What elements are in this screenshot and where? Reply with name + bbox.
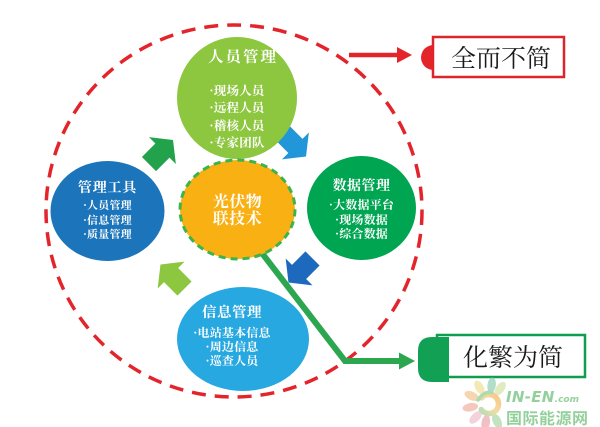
node-circle-info[interactable]: [177, 287, 309, 391]
list-item: ·专家团队: [202, 133, 272, 152]
bullet-marker: ·: [209, 98, 214, 116]
petal-icon: [491, 413, 503, 427]
bullet-marker: ·: [209, 133, 214, 151]
petal-icon: [474, 380, 485, 395]
bullet-marker: ·: [205, 351, 210, 369]
list-item-text: 综合数据: [339, 225, 389, 242]
list-item: ·巡查人员: [193, 351, 270, 369]
callout-bottom-label: 化繁为简: [462, 338, 564, 374]
hub-label: 光伏物联技术: [212, 189, 263, 230]
cycle-arrow-sw-icon: [285, 251, 320, 286]
watermark-name: 国际能源网: [506, 405, 589, 427]
bullet-marker: ·: [334, 225, 340, 242]
list-item: ·信息管理: [78, 211, 137, 228]
node-item-list: ·人员管理 ·信息管理 ·质量管理: [78, 198, 137, 242]
watermark-logo-icon: [462, 377, 506, 427]
list-item-text: 现场人员: [213, 80, 265, 99]
connector-to-top-callout: [349, 47, 412, 63]
outer-dashed-ring: [44, 23, 424, 399]
node-item-list: ·现场人员 ·远程人员 ·稽核人员 ·专家团队: [202, 80, 272, 152]
list-item: ·周边信息: [193, 337, 270, 355]
list-item: ·稽核人员: [202, 115, 272, 135]
node-item-list: ·电站基本信息 ·周边信息 ·巡查人员: [193, 323, 271, 369]
bullet-marker: ·: [83, 211, 88, 228]
node-bottom-info: 信息管理 ·电站基本信息 ·周边信息 ·巡查人员: [193, 302, 270, 368]
watermark: IN-EN.com 国际能源网: [506, 388, 589, 427]
list-item-text: 现场数据: [339, 210, 389, 228]
bullet-marker: ·: [83, 226, 88, 242]
petal-icon: [487, 377, 496, 393]
node-title: 管理工具: [77, 176, 138, 197]
list-item-text: 电站基本信息: [197, 323, 271, 341]
node-item-list: ·大数据平台 ·现场数据 ·综合数据: [328, 196, 395, 242]
connector-line: [245, 233, 402, 364]
bullet-marker: ·: [205, 337, 210, 355]
list-item: ·电站基本信息: [193, 323, 271, 341]
callout-bottom-cap-icon: [418, 337, 449, 382]
list-item: ·人员管理: [78, 198, 137, 213]
bullet-marker: ·: [209, 80, 214, 99]
list-item-text: 质量管理: [87, 226, 132, 242]
petal-icon: [462, 402, 479, 412]
list-item-text: 远程人员: [213, 98, 265, 116]
bullet-marker: ·: [193, 323, 198, 341]
list-item-text: 信息管理: [87, 211, 132, 228]
node-right-data: 数据管理 ·大数据平台 ·现场数据 ·综合数据: [329, 175, 394, 242]
list-item-text: 专家团队: [213, 133, 265, 151]
node-title: 人员管理: [207, 44, 279, 67]
callout-bottom-rect: [435, 333, 587, 379]
connector-arrowhead-icon: [399, 352, 415, 370]
watermark-swirl: [478, 391, 502, 417]
bullet-marker: ·: [334, 210, 340, 228]
list-item: ·现场人员: [202, 80, 272, 100]
petal-icon: [464, 390, 480, 402]
petal-icon: [469, 411, 482, 424]
callout-top-label: 全而不简: [450, 39, 552, 75]
list-item: ·综合数据: [329, 225, 394, 242]
list-item: ·质量管理: [78, 227, 137, 242]
node-circle-tools[interactable]: [50, 161, 165, 261]
list-item-text: 巡查人员: [209, 351, 259, 369]
list-item: ·远程人员: [202, 98, 272, 117]
list-item-text: 人员管理: [87, 197, 132, 213]
petal-icon: [494, 381, 506, 396]
red-arrowhead-icon: [397, 47, 412, 63]
watermark-brand: IN-EN.com: [506, 388, 589, 406]
node-title: 数据管理: [332, 175, 391, 195]
callout-bottom-box: [418, 333, 587, 382]
bullet-marker: ·: [209, 115, 214, 134]
node-top-personnel: 人员管理 ·现场人员 ·远程人员 ·稽核人员 ·专家团队: [202, 46, 276, 152]
node-circle-personnel[interactable]: [177, 37, 297, 159]
node-title: 信息管理: [202, 301, 262, 322]
watermark-domain-text: .com: [554, 395, 579, 405]
hub-circle[interactable]: [178, 158, 297, 261]
list-item: ·现场数据: [329, 210, 394, 228]
cycle-arrow-ne-icon: [141, 137, 176, 172]
list-item-text: 大数据平台: [333, 196, 395, 213]
connector-to-bottom-callout: [245, 233, 415, 370]
list-item-text: 周边信息: [209, 337, 259, 355]
node-circle-data[interactable]: [307, 156, 416, 260]
callout-top-cap-icon: [421, 45, 434, 70]
watermark-petals: [462, 377, 506, 427]
cycle-arrow-nw-icon: [157, 261, 192, 296]
bullet-marker: ·: [83, 197, 88, 213]
list-item-text: 稽核人员: [213, 115, 265, 134]
node-left-tools: 管理工具 ·人员管理 ·信息管理 ·质量管理: [78, 177, 137, 242]
watermark-brand-text: IN-EN: [506, 388, 555, 406]
bullet-marker: ·: [328, 196, 334, 213]
list-item: ·大数据平台: [328, 196, 395, 213]
callout-top-box: [421, 35, 566, 79]
watermark-leaf-icon: [476, 390, 494, 402]
